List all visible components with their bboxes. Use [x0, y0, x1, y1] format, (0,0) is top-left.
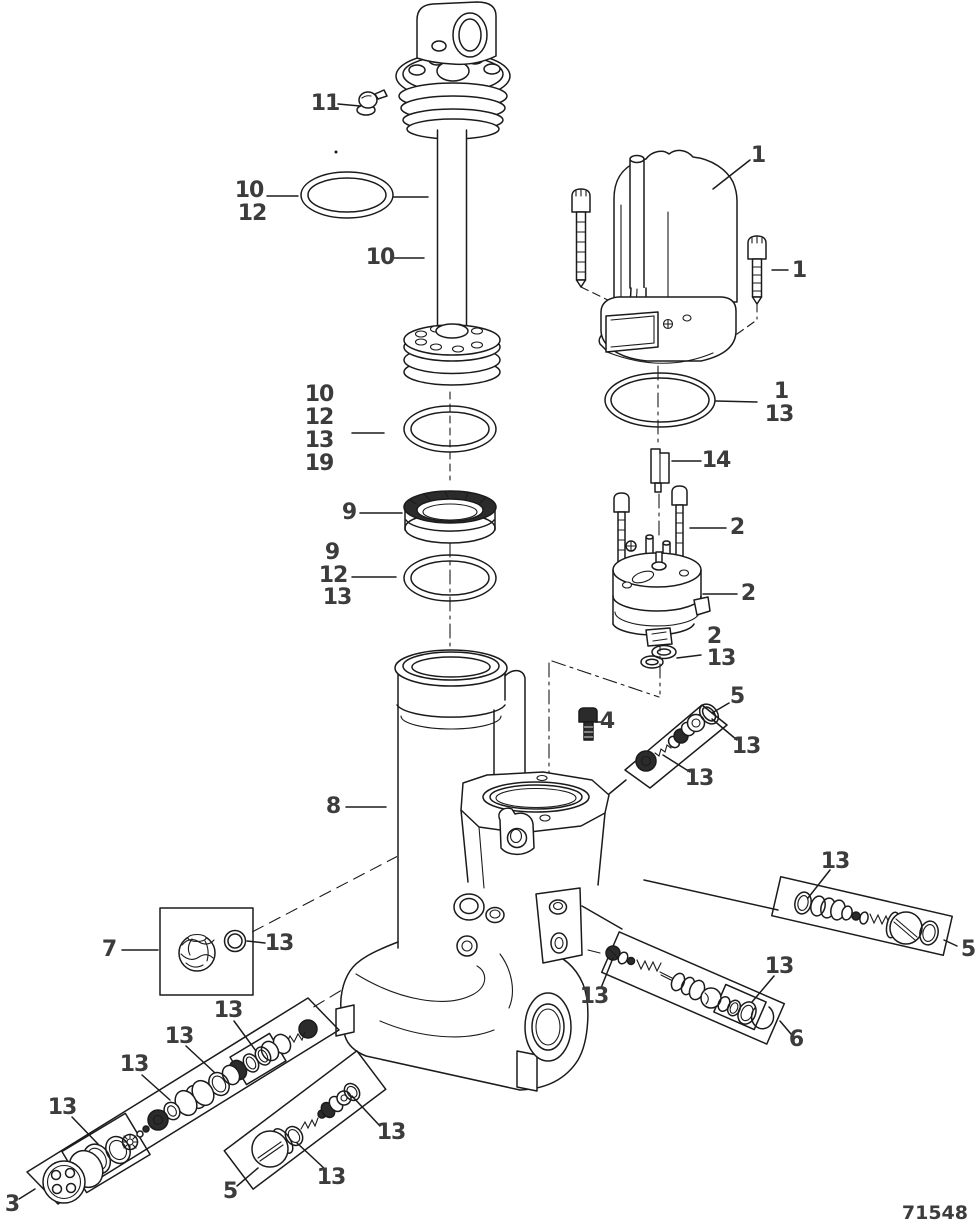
valve-kit-upper	[608, 703, 728, 795]
motor-screw-left	[571, 188, 591, 288]
cylinder-seal	[403, 490, 497, 544]
bleed-screw	[356, 89, 388, 116]
pump-assembly	[612, 448, 711, 669]
motor-screw-right	[747, 235, 767, 305]
o-ring-10-12	[300, 171, 394, 219]
valve-kit-lower-left	[26, 997, 340, 1205]
leader-lines	[18, 103, 958, 1200]
relief-valve-kit	[581, 905, 786, 1045]
manual-release-valve	[643, 875, 953, 957]
retaining-ring	[750, 1006, 775, 1030]
piston-rod-assembly	[356, 1, 511, 335]
manifold-screw	[578, 707, 598, 741]
motor-assembly	[571, 149, 767, 428]
drawing-number: 71548	[901, 1202, 968, 1224]
cylinder-manifold-body	[335, 649, 610, 1092]
filter-kit	[159, 907, 254, 996]
piston-and-seals	[300, 171, 501, 602]
valve-kit-bottom	[223, 1050, 387, 1190]
